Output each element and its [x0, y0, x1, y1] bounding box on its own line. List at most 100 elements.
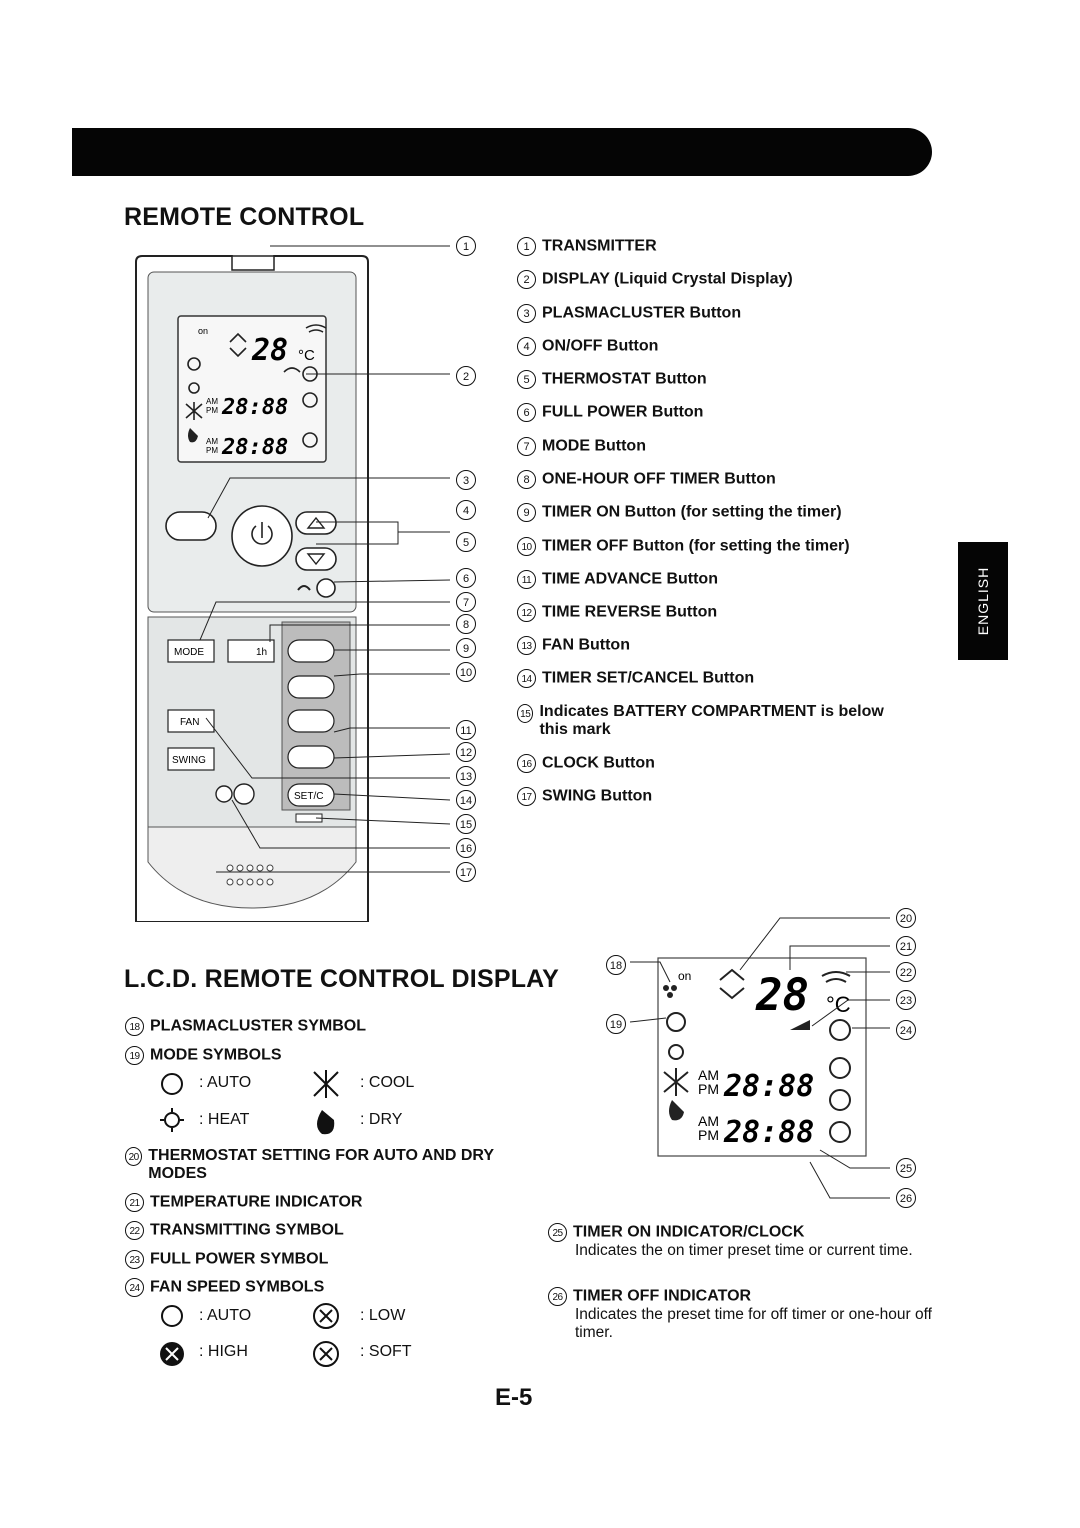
lcd-on-text: on — [198, 326, 208, 336]
remote-callout-number: 4 — [456, 500, 476, 520]
remote-callout-number: 3 — [456, 470, 476, 490]
set-button-label: SET/C — [294, 791, 323, 802]
remote-part-item: 1 TRANSMITTER — [517, 237, 657, 256]
auto-mode-icon — [161, 1073, 183, 1095]
leader-lines — [199, 245, 451, 873]
remote-part-label: MODE Button — [542, 437, 646, 455]
lcd-item-label: PLASMACLUSTER SYMBOL — [150, 1017, 366, 1035]
big-pm-2: PM — [698, 1127, 719, 1143]
big-cool-icon — [663, 1068, 689, 1096]
remote-part-label: PLASMACLUSTER Button — [542, 304, 742, 322]
remote-callout-number: 11 — [456, 720, 476, 740]
lcd-clock-2: 28:88 — [221, 435, 288, 460]
header-banner — [72, 128, 932, 176]
plasmacluster-button — [165, 511, 217, 541]
lcd-up-arrow — [229, 332, 247, 343]
item-number-circle: 8 — [517, 470, 536, 489]
big-auto-icon — [666, 1012, 686, 1032]
big-fan-high-icon — [829, 1089, 851, 1111]
item-number-circle: 21 — [125, 1193, 144, 1212]
big-dry-icon — [669, 1100, 684, 1121]
item-number-circle: 3 — [517, 304, 536, 323]
item-number-circle: 18 — [125, 1017, 144, 1036]
remote-callout-number: 10 — [456, 662, 476, 682]
lcd-cool-icon — [185, 402, 203, 420]
remote-part-label: TIME ADVANCE Button — [542, 570, 718, 588]
big-fan-soft-icon — [829, 1121, 851, 1143]
item-number-circle: 16 — [517, 754, 536, 773]
remote-callout-number: 6 — [456, 568, 476, 588]
remote-callout-number: 8 — [456, 614, 476, 634]
lcd-item-label: FULL POWER SYMBOL — [150, 1250, 329, 1268]
remote-callout-number: 2 — [456, 366, 476, 386]
remote-part-label: FAN Button — [542, 636, 630, 654]
remote-part-label: ON/OFF Button — [542, 337, 659, 355]
remote-callout-number: 15 — [456, 814, 476, 834]
lcd-temp-digits: 28 — [251, 333, 288, 368]
lcd-callout-number: 24 — [896, 1020, 916, 1040]
time-advance-button — [287, 709, 335, 733]
timer-off-button — [287, 675, 335, 699]
remote-part-label: CLOCK Button — [542, 754, 655, 772]
remote-callout-number: 17 — [456, 862, 476, 882]
item-number-circle: 13 — [517, 636, 536, 655]
lcd-item-label: FAN SPEED SYMBOLS — [150, 1278, 325, 1296]
timer-on-button — [287, 639, 335, 663]
fan-soft-icon — [313, 1341, 339, 1367]
transmitter-window — [231, 255, 275, 271]
heat-mode-icon — [164, 1112, 180, 1128]
item-number-circle: 4 — [517, 337, 536, 356]
dry-mode-icon — [317, 1110, 335, 1135]
lcd-item-label: TIMER OFF INDICATOR — [573, 1287, 752, 1305]
mode-button — [167, 639, 215, 663]
remote-part-label: DISPLAY (Liquid Crystal Display) — [542, 270, 793, 288]
swing-button — [167, 747, 215, 771]
speaker-holes — [226, 864, 274, 886]
remote-part-label: TIMER ON Button (for setting the timer) — [542, 503, 842, 521]
remote-part-label: TRANSMITTER — [542, 237, 657, 255]
fan-auto-label: : AUTO — [199, 1307, 252, 1324]
lcd-callout-number: 21 — [896, 936, 916, 956]
lcd-callout-number: 20 — [896, 908, 916, 928]
lcd-item: 26 TIMER OFF INDICATOR — [548, 1287, 751, 1306]
lcd-am-2: AM — [206, 437, 218, 446]
remote-callout-number: 7 — [456, 592, 476, 612]
fan-low-label: : LOW — [360, 1307, 406, 1324]
set-cancel-button — [287, 783, 335, 807]
item-number-circle: 1 — [517, 237, 536, 256]
remote-part-label: TIMER OFF Button (for setting the timer) — [542, 537, 850, 555]
mode-button-label: MODE — [174, 647, 204, 658]
lcd-deg-c: °C — [298, 347, 315, 364]
lcd-clock-1: 28:88 — [221, 395, 288, 420]
time-reverse-button — [287, 745, 335, 769]
remote-part-item: 16 CLOCK Button — [517, 754, 655, 773]
remote-callout-number: 9 — [456, 638, 476, 658]
lcd-heat-icon — [188, 382, 200, 394]
lcd-item-description: Indicates the on timer preset time or cu… — [575, 1242, 913, 1259]
thermostat-down-button — [295, 547, 337, 571]
lcd-frame — [657, 957, 867, 1157]
lcd-item-label: THERMOSTAT SETTING FOR AUTO AND DRY MODE… — [148, 1147, 494, 1182]
item-number-circle: 11 — [517, 570, 536, 589]
item-number-circle: 26 — [548, 1287, 567, 1306]
remote-part-item: 3 PLASMACLUSTER Button — [517, 304, 741, 323]
big-pm-1: PM — [698, 1081, 719, 1097]
lcd-auto-icon — [187, 357, 201, 371]
mode-dry-label: : DRY — [360, 1111, 403, 1128]
lcd-fan-icon-3 — [302, 432, 318, 448]
item-number-circle: 17 — [517, 787, 536, 806]
page-number: E-5 — [495, 1384, 533, 1411]
big-temp-digits: 28 — [755, 970, 809, 1021]
language-tab: ENGLISH — [958, 542, 1008, 660]
mode-symbols-icons — [160, 1070, 339, 1135]
